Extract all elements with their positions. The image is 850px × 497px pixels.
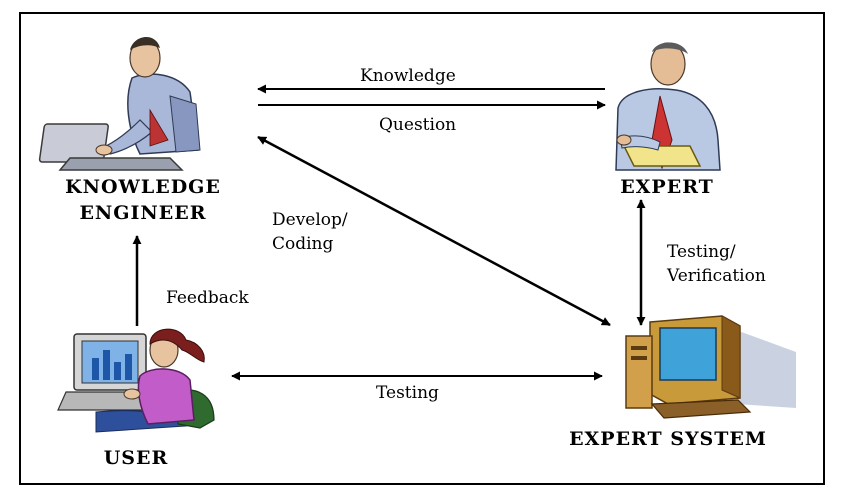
testing-verification-edge-label-line2: Verification [667, 266, 766, 286]
knowledge-edge-label: Knowledge [360, 66, 456, 86]
testing-edge-label: Testing [376, 383, 439, 403]
testing-verification-edge-label-line1: Testing/ [667, 242, 736, 262]
develop-coding-edge-label-line1: Develop/ [272, 210, 348, 230]
diagram-frame [19, 12, 825, 485]
knowledge-engineer-label-line1: KNOWLEDGE [65, 176, 221, 198]
arrow-develop-coding [257, 135, 611, 327]
woman-at-computer-icon [57, 328, 215, 433]
develop-coding-edge-label-line2: Coding [272, 234, 334, 254]
develop-coding-edge-label: Develop/ Coding [272, 208, 348, 256]
expert-label: EXPERT [620, 176, 714, 198]
user-label: USER [103, 447, 169, 469]
desktop-computer-icon [625, 315, 796, 419]
testing-verification-edge-label: Testing/ Verification [667, 240, 766, 288]
question-edge-label: Question [379, 115, 457, 135]
expert-writing-icon [615, 42, 721, 171]
knowledge-engineer-label: KNOWLEDGE ENGINEER [48, 174, 238, 226]
knowledge-engineer-label-line2: ENGINEER [79, 202, 207, 224]
expert-system-label: EXPERT SYSTEM [569, 428, 767, 450]
person-at-laptop-icon [38, 36, 201, 171]
feedback-edge-label: Feedback [166, 288, 249, 308]
